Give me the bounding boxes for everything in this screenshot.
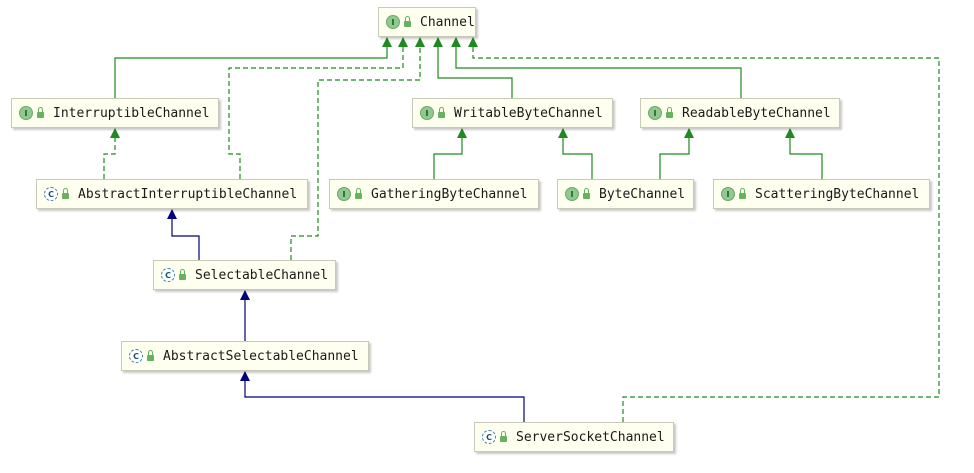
node-abstract-interruptible-channel-label: AbstractInterruptibleChannel	[78, 186, 298, 202]
abstract-class-icon: C	[161, 268, 175, 282]
public-visibility-icon	[62, 188, 69, 199]
edge-interruptible-to-channel	[114, 37, 392, 98]
edge-readable-to-channel	[451, 37, 742, 98]
node-server-socket-channel[interactable]: C ServerSocketChannel	[474, 422, 674, 452]
public-visibility-icon	[583, 188, 590, 199]
node-selectable-channel[interactable]: C SelectableChannel	[153, 260, 336, 290]
edge-abstract-interruptible-to-channel	[228, 37, 408, 179]
interface-icon: I	[19, 106, 33, 120]
node-abstract-selectable-channel[interactable]: C AbstractSelectableChannel	[121, 341, 369, 371]
edge-gathering-to-writable	[433, 128, 467, 179]
interface-icon: I	[386, 15, 400, 29]
public-visibility-icon	[179, 269, 186, 280]
node-abstract-selectable-channel-label: AbstractSelectableChannel	[163, 348, 359, 364]
node-scattering-byte-channel-label: ScatteringByteChannel	[755, 186, 920, 202]
public-visibility-icon	[404, 16, 411, 27]
interface-icon: I	[648, 106, 662, 120]
node-writable-byte-channel[interactable]: I WritableByteChannel	[412, 98, 613, 128]
edge-byte-to-readable	[659, 128, 694, 179]
interface-icon: I	[337, 187, 351, 201]
node-readable-byte-channel[interactable]: I ReadableByteChannel	[640, 98, 840, 128]
public-visibility-icon	[37, 107, 44, 118]
public-visibility-icon	[147, 350, 154, 361]
edge-byte-to-writable	[558, 128, 593, 179]
node-gathering-byte-channel-label: GatheringByteChannel	[371, 186, 528, 202]
abstract-class-icon: C	[482, 430, 496, 444]
node-server-socket-channel-label: ServerSocketChannel	[516, 429, 665, 445]
edge-writable-to-channel	[433, 37, 513, 98]
node-scattering-byte-channel[interactable]: I ScatteringByteChannel	[713, 179, 930, 209]
node-channel-label: Channel	[420, 14, 475, 30]
abstract-class-icon: C	[129, 349, 143, 363]
public-visibility-icon	[666, 107, 673, 118]
edge-selectable-to-abstract-interruptible	[167, 209, 200, 260]
edge-selectable-to-channel	[290, 37, 425, 260]
node-gathering-byte-channel[interactable]: I GatheringByteChannel	[329, 179, 539, 209]
edge-scattering-to-readable	[785, 128, 823, 179]
interface-icon: I	[420, 106, 434, 120]
edge-server-socket-to-channel	[468, 37, 940, 422]
node-readable-byte-channel-label: ReadableByteChannel	[682, 105, 831, 121]
node-writable-byte-channel-label: WritableByteChannel	[454, 105, 603, 121]
interface-icon: I	[721, 187, 735, 201]
node-interruptible-channel[interactable]: I InterruptibleChannel	[11, 98, 219, 128]
edge-abstract-interruptible-to-interruptible	[103, 128, 120, 179]
public-visibility-icon	[355, 188, 362, 199]
interface-icon: I	[565, 187, 579, 201]
public-visibility-icon	[739, 188, 746, 199]
public-visibility-icon	[438, 107, 445, 118]
node-abstract-interruptible-channel[interactable]: C AbstractInterruptibleChannel	[36, 179, 308, 209]
node-selectable-channel-label: SelectableChannel	[195, 267, 329, 283]
node-interruptible-channel-label: InterruptibleChannel	[53, 105, 210, 121]
public-visibility-icon	[500, 431, 507, 442]
node-channel[interactable]: I Channel	[378, 7, 476, 37]
node-byte-channel-label: ByteChannel	[599, 186, 686, 202]
edge-server-socket-to-abstract-selectable	[240, 371, 525, 422]
abstract-class-icon: C	[44, 187, 58, 201]
node-byte-channel[interactable]: I ByteChannel	[557, 179, 694, 209]
